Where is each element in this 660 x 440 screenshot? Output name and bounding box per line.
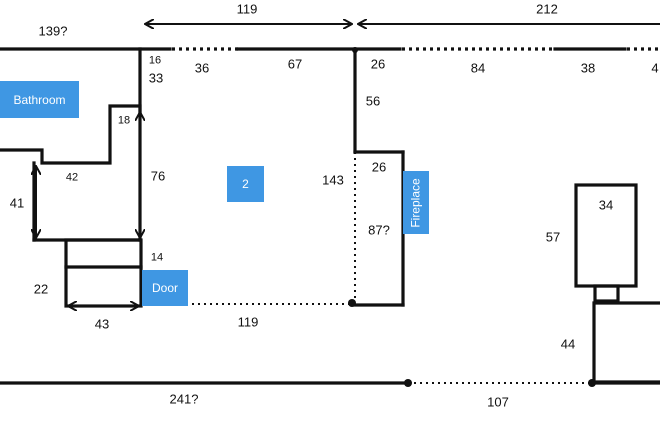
node-dot-bottom-left	[404, 379, 412, 387]
dim-107: 107	[487, 394, 509, 410]
box-connector	[593, 284, 620, 303]
node-dot-top	[352, 47, 358, 53]
dim-36: 36	[194, 60, 210, 76]
dim-241q: 241?	[169, 391, 199, 407]
dim-26-mid: 26	[371, 159, 387, 175]
dim-43: 43	[94, 316, 110, 332]
bathroom-label[interactable]: Bathroom	[0, 81, 79, 118]
dim-16: 16	[148, 54, 162, 67]
left-step-wall	[0, 104, 142, 242]
dim-139q: 139?	[38, 23, 68, 39]
dim-119-top: 119	[236, 1, 258, 17]
node-dot-center	[348, 299, 356, 307]
dim-143: 143	[322, 172, 344, 188]
door-text: Door	[151, 281, 178, 295]
dim-18: 18	[117, 114, 131, 127]
fireplace-label[interactable]: Fireplace	[403, 171, 429, 234]
dim-44: 44	[560, 336, 576, 352]
dim-84: 84	[470, 60, 486, 76]
dim-42: 42	[65, 171, 79, 184]
room-2-text: 2	[242, 177, 249, 191]
dim-87q: 87?	[368, 222, 390, 238]
dim-212: 212	[536, 1, 558, 17]
box-44	[592, 301, 660, 384]
dim-34: 34	[598, 197, 614, 213]
dim-76: 76	[150, 168, 166, 184]
closet-box	[64, 238, 143, 308]
bathroom-text: Bathroom	[13, 92, 66, 107]
fireplace-text: Fireplace	[409, 177, 424, 228]
room-2-label[interactable]: 2	[227, 166, 264, 202]
dim-14: 14	[150, 251, 164, 264]
dim-22: 22	[33, 281, 49, 297]
dim-119-bottom: 119	[237, 314, 259, 330]
dim-4: 4	[651, 60, 659, 76]
door-label[interactable]: Door	[142, 270, 188, 306]
dim-41: 41	[9, 195, 25, 211]
dim-38: 38	[580, 60, 596, 76]
dim-33: 33	[148, 70, 164, 86]
node-dot-bottom-right	[588, 379, 596, 387]
dim-67: 67	[287, 56, 303, 72]
dim-56: 56	[365, 93, 381, 109]
dim-26-top: 26	[370, 56, 386, 72]
dim-57: 57	[545, 229, 561, 245]
